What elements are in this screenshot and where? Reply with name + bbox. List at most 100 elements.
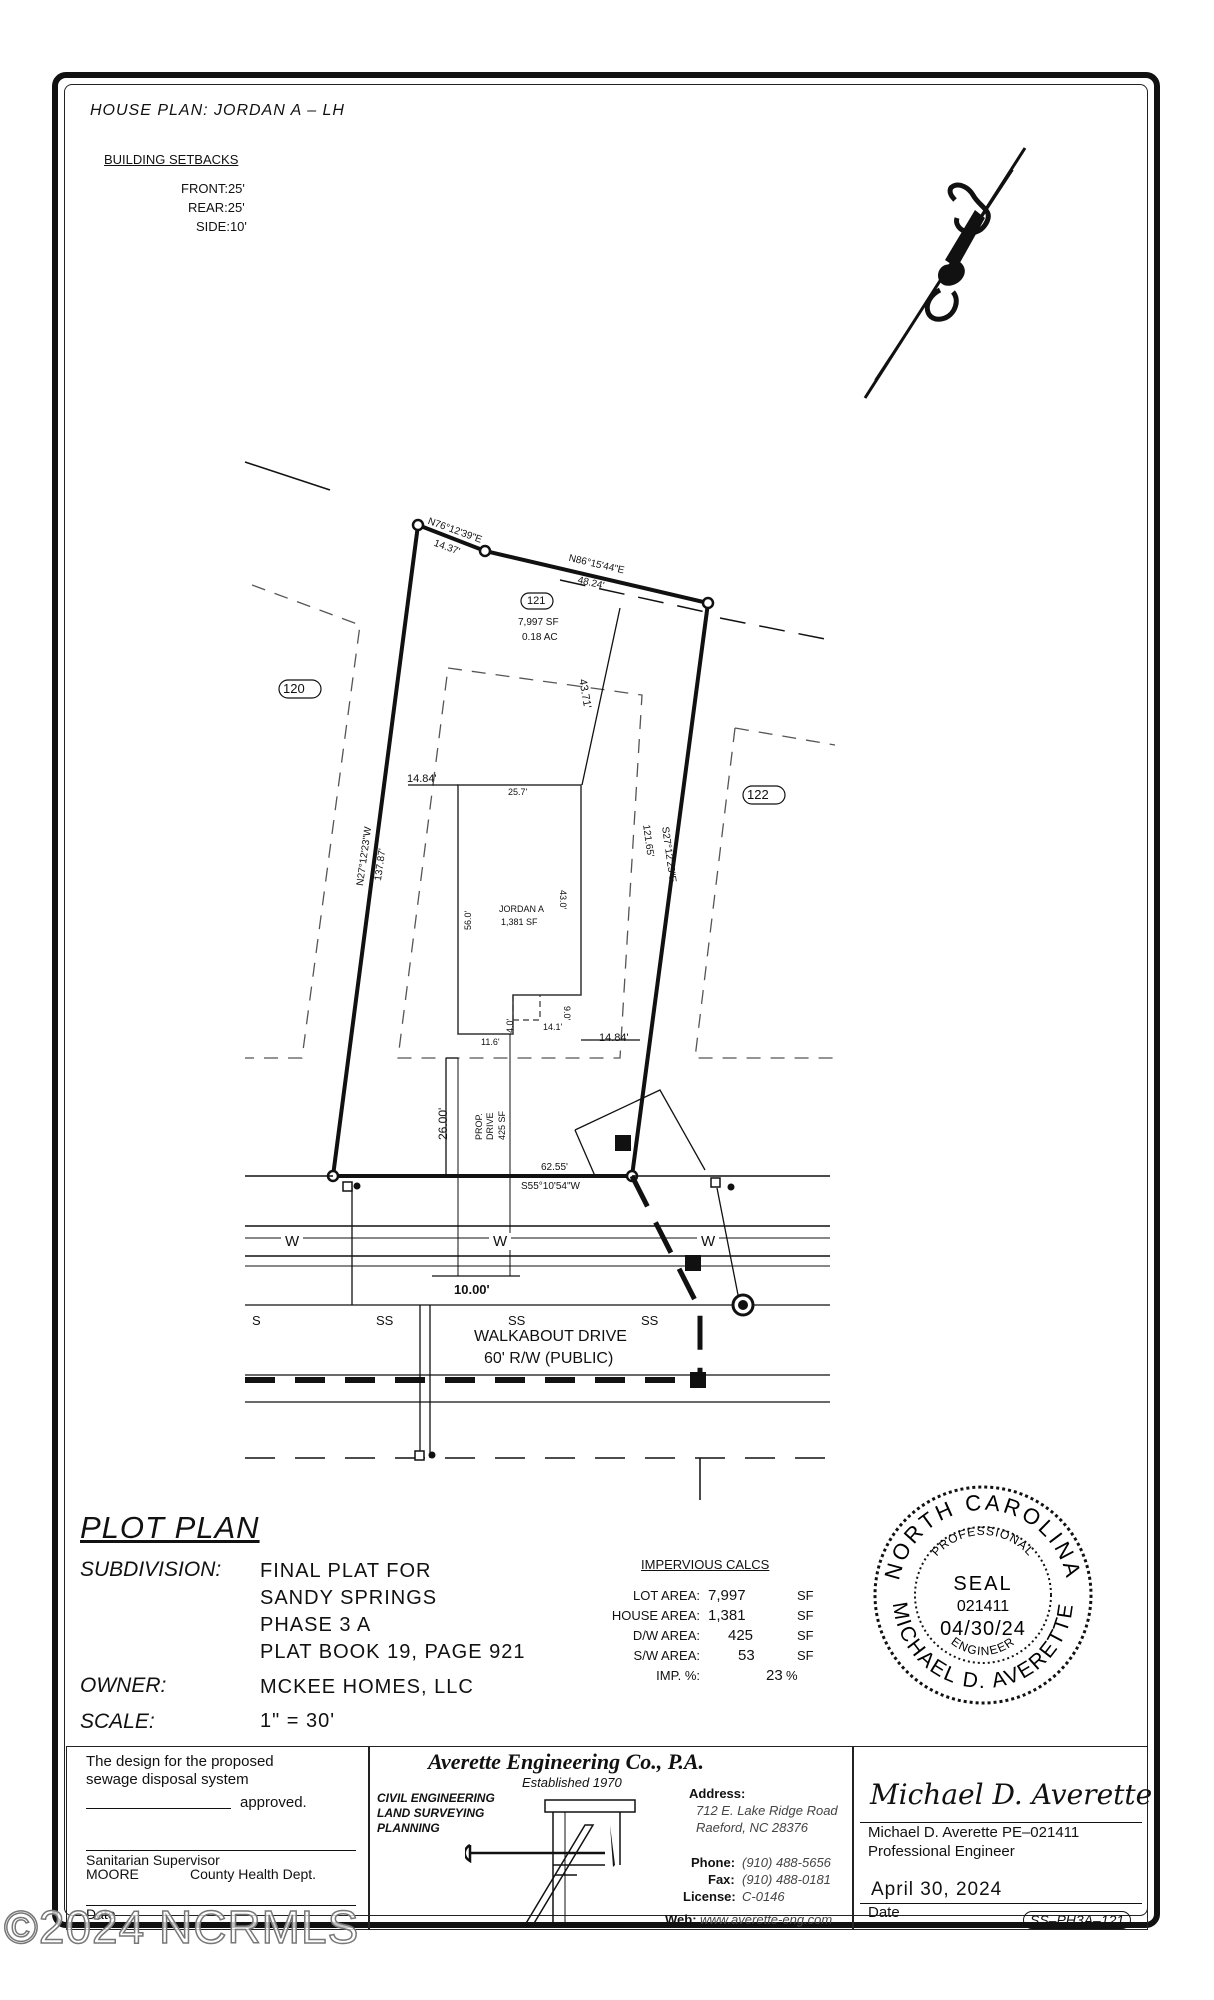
- front-dist: 62.55': [541, 1162, 568, 1173]
- lot-121-tag: 121: [527, 595, 546, 607]
- license-label: License:: [683, 1889, 736, 1904]
- service-1: CIVIL ENGINEERING: [377, 1791, 495, 1805]
- street-name: WALKABOUT DRIVE: [474, 1328, 627, 1345]
- address-label: Address:: [689, 1786, 746, 1801]
- phone-label: Phone:: [691, 1855, 736, 1870]
- dim-9: 9.0': [562, 1006, 572, 1021]
- sanitarian-label: Sanitarian Supervisor: [86, 1852, 220, 1868]
- left-side-dim: 14.84': [407, 773, 437, 785]
- drive-label-2: DRIVE: [485, 1112, 495, 1140]
- sanitarian-line: [86, 1850, 356, 1851]
- impervious-title: IMPERVIOUS CALCS: [641, 1557, 770, 1572]
- health-dept-label: County Health Dept.: [190, 1866, 317, 1882]
- seal-professional: PROFESSIONAL: [929, 1524, 1038, 1559]
- house-area: 1,381 SF: [501, 917, 538, 927]
- drive-width-dim: 10.00': [454, 1282, 490, 1297]
- owner-label: OWNER:: [80, 1674, 167, 1697]
- sewage-line-1: The design for the proposed: [86, 1753, 274, 1770]
- date-label-right: Date: [868, 1904, 900, 1921]
- plot-plan-title: PLOT PLAN: [80, 1510, 260, 1545]
- lot-120-tag: 120: [283, 681, 305, 696]
- street-row: 60' R/W (PUBLIC): [484, 1350, 614, 1367]
- drawing-number: SS–PH3A–121: [1023, 1911, 1132, 1929]
- site-plan-drawing: [244, 461, 836, 1500]
- front-bearing: S55°10'54"W: [521, 1181, 580, 1192]
- dim-11-6: 11.6': [481, 1037, 500, 1047]
- lot-122-tag: 122: [747, 787, 769, 802]
- drive-label-3: 425 SF: [497, 1110, 507, 1140]
- sewer-label-1: SS: [372, 1313, 398, 1328]
- house-depth-left: 56.0': [463, 910, 473, 930]
- web-link[interactable]: www.averette-eng.com: [700, 1912, 833, 1927]
- service-3: PLANNING: [377, 1821, 440, 1835]
- house-plan-label: HOUSE PLAN: JORDAN A – LH: [90, 102, 345, 119]
- established: Established 1970: [522, 1775, 622, 1790]
- fax-label: Fax:: [708, 1872, 735, 1887]
- sewer-label-2: SS: [504, 1313, 530, 1328]
- company-box: [369, 1746, 853, 1930]
- date-line-left: [86, 1905, 356, 1906]
- health-dept-box: [66, 1746, 369, 1930]
- web-label: Web:: [665, 1912, 697, 1927]
- county-name: MOORE: [86, 1866, 139, 1882]
- dim-4: 4.0': [505, 1018, 515, 1033]
- license-number: C-0146: [742, 1889, 785, 1904]
- address-line-2: Raeford, NC 28376: [696, 1820, 809, 1835]
- sewage-line-2: sewage disposal system: [86, 1771, 249, 1788]
- seal-date: 04/30/24: [940, 1618, 1026, 1640]
- north-arrow-icon: [863, 147, 1027, 399]
- water-label-1: W: [281, 1233, 304, 1250]
- house-depth-right: 43.0': [558, 890, 568, 910]
- setbacks-title: BUILDING SETBACKS: [104, 152, 239, 167]
- right-side-dim: 14.84': [599, 1032, 629, 1044]
- engineer-signature: Michael D. Averette: [870, 1778, 1153, 1811]
- subdivision-line-1: FINAL PLAT FOR: [260, 1560, 432, 1582]
- signature-line: [860, 1822, 1142, 1823]
- setback-rear: REAR:25': [188, 200, 245, 215]
- scale-value: 1" = 30': [260, 1710, 336, 1732]
- sewer-label-3: SS: [637, 1313, 663, 1328]
- subdivision-line-3: PHASE 3 A: [260, 1614, 372, 1636]
- watermark: ©2024 NCRMLS: [3, 1900, 360, 1954]
- address-line-1: 712 E. Lake Ridge Road: [696, 1803, 838, 1818]
- front-setback-dim: 26.00': [436, 1107, 450, 1140]
- seal-word: SEAL: [953, 1573, 1012, 1595]
- company-name: Averette Engineering Co., P.A.: [428, 1749, 705, 1774]
- engineer-title: Professional Engineer: [868, 1843, 1015, 1860]
- scale-label: SCALE:: [80, 1710, 155, 1733]
- house-name: JORDAN A: [499, 904, 545, 914]
- lot-area-sf: 7,997 SF: [518, 617, 559, 628]
- company-logo: [465, 1799, 636, 1926]
- seal-number: 021411: [957, 1598, 1009, 1615]
- subdivision-line-4: PLAT BOOK 19, PAGE 921: [260, 1641, 526, 1663]
- date-line-right: [860, 1903, 1142, 1904]
- approval-line: [86, 1808, 231, 1809]
- owner-name: MCKEE HOMES, LLC: [260, 1676, 474, 1698]
- date-label-left: Date: [86, 1906, 116, 1922]
- subdivision-label: SUBDIVISION:: [80, 1558, 222, 1581]
- approved-label: approved.: [240, 1794, 307, 1811]
- water-label-2: W: [489, 1233, 512, 1250]
- lot-area-ac: 0.18 AC: [522, 632, 558, 643]
- dim-14-1: 14.1': [543, 1022, 563, 1032]
- drive-label-1: PROP.: [474, 1113, 484, 1140]
- engineer-seal: NORTH CAROLINA MICHAEL D. AVERETTE PROFE…: [873, 1485, 1093, 1705]
- house-width: 25.7': [508, 787, 528, 797]
- sewer-label-edge: S: [250, 1313, 263, 1328]
- impervious-row: IMP. %:23%: [656, 1667, 798, 1684]
- service-2: LAND SURVEYING: [377, 1806, 485, 1820]
- subdivision-line-2: SANDY SPRINGS: [260, 1587, 438, 1609]
- drawing-border-inner: [64, 84, 1148, 1916]
- engineer-box: [853, 1746, 1148, 1930]
- sign-date: April 30, 2024: [871, 1879, 1003, 1900]
- water-label-3: W: [697, 1233, 720, 1250]
- fax-number: (910) 488-0181: [742, 1872, 831, 1887]
- engineer-name: Michael D. Averette PE–021411: [868, 1824, 1080, 1841]
- setback-side: SIDE:10': [196, 219, 247, 234]
- setback-front: FRONT:25': [181, 181, 245, 196]
- phone-number: (910) 488-5656: [742, 1855, 831, 1870]
